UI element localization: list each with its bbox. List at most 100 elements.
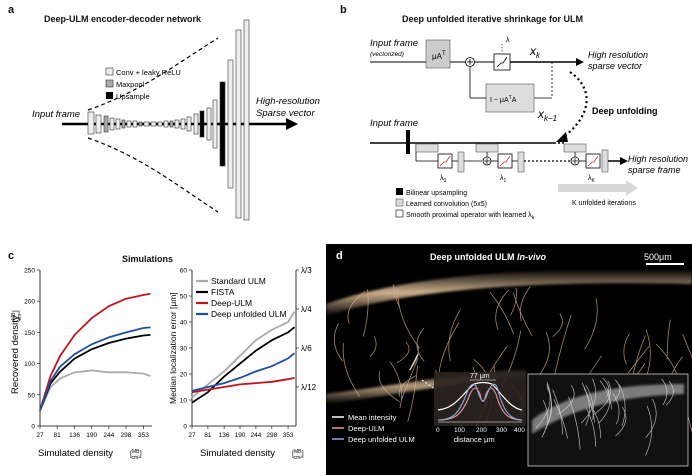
vessel-path: [393, 284, 401, 308]
gray-vessel-path: [553, 399, 568, 439]
b-legend-upsampling-label: Bilinear upsampling: [406, 190, 467, 197]
gray-vessel-path: [581, 378, 596, 424]
gray-vessel-path: [544, 387, 553, 430]
x-tick-label: 244: [103, 432, 114, 439]
c-legend-standard: Standard ULM: [211, 276, 266, 286]
stage-0: [437, 153, 453, 169]
gray-vessel-path: [535, 384, 551, 429]
y-tick-label: 250: [24, 268, 35, 275]
vessel-path: [416, 327, 425, 362]
c-legend-unfolded: Deep unfolded ULM: [211, 309, 287, 319]
gray-vessel-path: [552, 389, 563, 435]
lamk-sub: K: [592, 178, 596, 184]
inset-tick-3: 300: [496, 427, 507, 434]
lam1-label: λ: [500, 175, 504, 182]
gray-vessel-path: [665, 380, 674, 406]
output-label-2: Sparse vector: [256, 108, 315, 119]
legend-maxpool-swatch: [105, 79, 114, 88]
lam0-sub: 0: [444, 178, 447, 184]
vessel-path: [396, 341, 410, 364]
b-legend-conv-label: Learned convolution (5x5): [406, 201, 487, 208]
right-xunit-den: cm²: [293, 455, 302, 461]
input-frame-label: Input frame: [32, 109, 80, 120]
in-vivo-image: 500μm 77 μm 0 100 200 300 400 distance μ…: [326, 244, 692, 475]
vessel-path: [378, 371, 400, 403]
panel-d-label: d: [336, 250, 343, 262]
inset-tick-1: 100: [454, 427, 465, 434]
svg-text:I − μATA: I − μATA: [490, 95, 517, 104]
vessel-path: [495, 289, 510, 330]
panel-d-title-em: In-vivo: [517, 252, 547, 262]
gray-vessel-path: [585, 407, 596, 447]
left-yunit-num: MB: [11, 312, 17, 320]
panel-c-label: c: [8, 250, 15, 262]
scalebar-label: 500μm: [644, 252, 672, 262]
panel-a: a Deep-ULM encoder-decoder network: [0, 0, 326, 244]
b-output-2: sparse vector: [588, 61, 643, 71]
c-legend-deepulm: Deep-ULM: [211, 298, 252, 308]
y-tick-label: 20: [180, 372, 188, 379]
unfolded-ista-diagram: Input frame (vectorized) μAT λ xk High r…: [370, 37, 688, 221]
vessel-path: [389, 361, 403, 409]
legend-conv-swatch: [105, 67, 114, 76]
lambda-top: λ: [506, 37, 510, 44]
vessel-path: [539, 332, 550, 375]
left-yunit-den: cm²: [17, 312, 23, 321]
x-tick-label: 190: [235, 432, 246, 439]
x-tick-label: 27: [36, 432, 44, 439]
arrow-head: [286, 118, 298, 130]
vessel-path: [510, 287, 517, 316]
gray-vessel-path: [583, 387, 590, 426]
right-tick-label: λ/4: [301, 305, 312, 314]
gray-vessel-path: [645, 405, 653, 456]
legend-conv-label: Conv + leaky ReLU: [116, 68, 181, 77]
left-xunit-num: MB: [132, 449, 140, 455]
b-output2-1: High resolution: [628, 154, 688, 164]
legend-maxpool-label: Maxpool: [116, 80, 145, 89]
series-line: [191, 326, 296, 404]
vessel-path: [519, 286, 531, 322]
lamk-label: λ: [588, 175, 592, 182]
feedback-sup: T: [509, 95, 512, 101]
panel-b: b Deep unfolded iterative shrinkage for …: [326, 0, 692, 244]
svg-text:Smooth proximal operator with: Smooth proximal operator with learned λk: [406, 212, 535, 221]
x-tick-label: 136: [219, 432, 230, 439]
y-tick-label: 0: [31, 424, 35, 431]
xk1-label: x: [537, 107, 545, 121]
funnel-bottom-curve: [87, 137, 219, 213]
right-tick-label: λ/6: [301, 344, 312, 353]
right-xlabel: Simulated density: [200, 448, 275, 459]
b-input-label-2: Input frame: [370, 118, 418, 129]
stage-k: [585, 153, 601, 169]
svg-text:xk−1: xk−1: [537, 107, 557, 123]
y-tick-label: 150: [24, 330, 35, 337]
lam0-label: λ: [440, 175, 444, 182]
y-tick-label: 60: [180, 268, 188, 275]
vessel-path: [489, 292, 515, 335]
gray-vessel-path: [615, 406, 627, 437]
y-tick-label: 30: [180, 346, 188, 353]
feedback-tail: A: [512, 97, 517, 104]
c-legend-fista: FISTA: [211, 287, 235, 297]
deep-unfolding-label: Deep unfolding: [592, 106, 658, 116]
inset-tick-2: 200: [476, 427, 487, 434]
x-tick-label: 27: [188, 432, 196, 439]
vessel-path: [627, 346, 650, 374]
panel-d: 500μm 77 μm 0 100 200 300 400 distance μ…: [326, 244, 692, 475]
x-tick-label: 81: [54, 432, 62, 439]
y-tick-label: 50: [28, 392, 36, 399]
d-legend: Mean intensity Deep-ULM Deep unfolded UL…: [332, 413, 415, 444]
vessel-path: [512, 292, 533, 337]
vessel-path: [347, 291, 366, 324]
panel-a-title: Deep-ULM encoder-decoder network: [44, 14, 202, 24]
gray-vessel-path: [612, 393, 620, 425]
x-tick-label: 190: [86, 432, 97, 439]
x-tick-label: 298: [266, 432, 277, 439]
series-line: [39, 326, 151, 411]
gray-vessel-path: [602, 377, 610, 398]
vessel-path: [369, 336, 377, 358]
x-tick-label: 353: [283, 432, 294, 439]
